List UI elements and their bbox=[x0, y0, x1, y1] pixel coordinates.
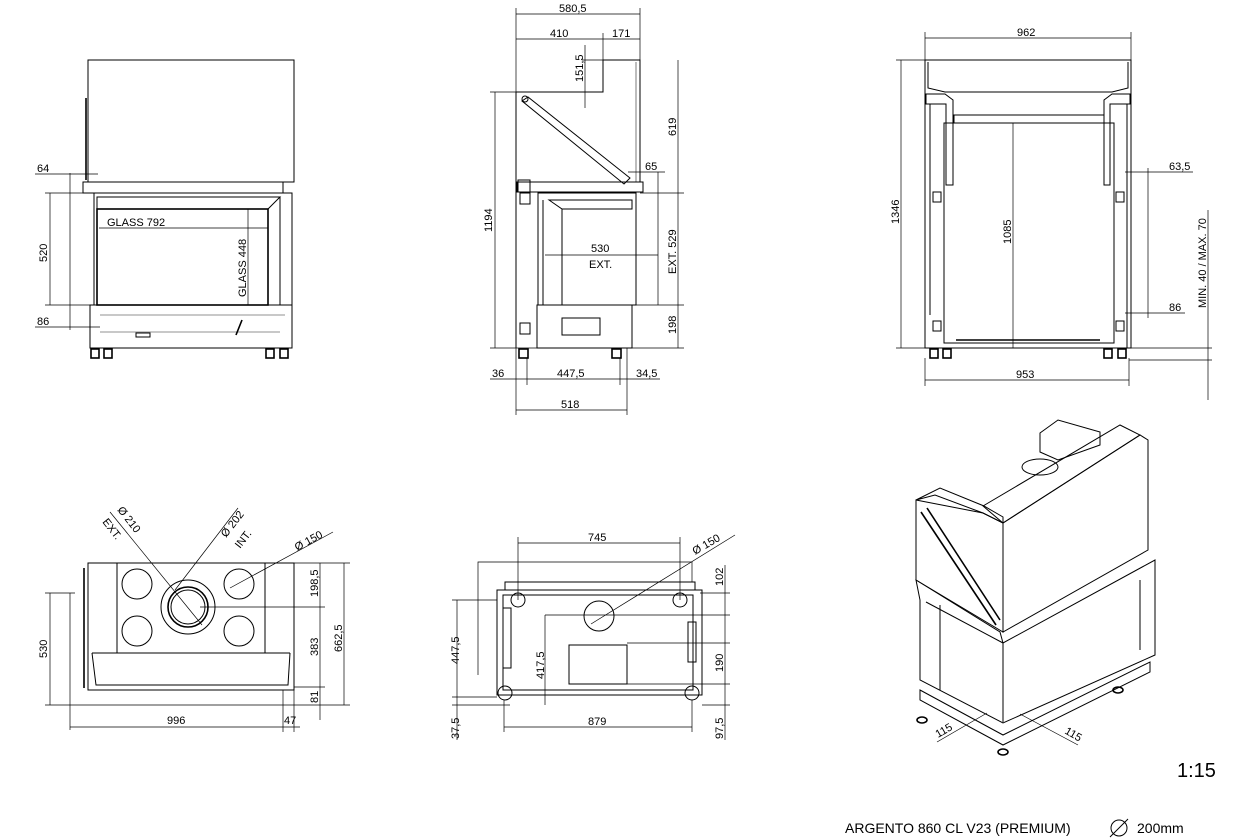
dim-383: 383 bbox=[309, 638, 321, 656]
dim-151-5: 151,5 bbox=[574, 54, 586, 82]
glass-height-label: GLASS 448 bbox=[237, 239, 249, 297]
model-title: ARGENTO 860 CL V23 (PREMIUM) bbox=[845, 820, 1071, 836]
dim-619: 619 bbox=[667, 118, 679, 136]
middle-frame bbox=[516, 181, 644, 193]
foot bbox=[497, 685, 513, 701]
dim-64: 64 bbox=[37, 163, 49, 175]
air-opening bbox=[223, 615, 255, 647]
feet bbox=[929, 348, 1127, 359]
feet bbox=[518, 348, 622, 359]
label-plate bbox=[519, 192, 531, 205]
dim-36: 36 bbox=[492, 368, 504, 380]
glass-width-label: GLASS 792 bbox=[107, 217, 165, 229]
lower-frame bbox=[915, 559, 1156, 724]
support-strut bbox=[521, 96, 631, 185]
iso-strut bbox=[920, 511, 997, 626]
dim-1346: 1346 bbox=[890, 200, 902, 224]
dim-410: 410 bbox=[550, 28, 568, 40]
air-diameter-bottom: Ø 150 bbox=[691, 532, 723, 557]
dim-447-5: 447,5 bbox=[557, 368, 585, 380]
feet-adjust-label: MIN. 40 / MAX. 70 bbox=[1197, 218, 1209, 308]
dim-198: 198 bbox=[667, 316, 679, 334]
back-panel bbox=[943, 122, 1115, 344]
dim-37-5: 37,5 bbox=[450, 718, 462, 739]
dim-953: 953 bbox=[1016, 369, 1034, 381]
left-bracket bbox=[925, 93, 954, 186]
foot bbox=[684, 685, 700, 701]
dim-115-left: 115 bbox=[934, 721, 955, 740]
flue-size: 200mm bbox=[1137, 820, 1184, 836]
glass-frame bbox=[93, 192, 293, 306]
dim-47: 47 bbox=[284, 715, 296, 727]
side-view: 580,5 410 171 151,5 619 1194 65 530 EXT.… bbox=[483, 3, 684, 415]
dim-518: 518 bbox=[561, 399, 579, 411]
control-lever bbox=[235, 319, 243, 336]
title-block: ARGENTO 860 CL V23 (PREMIUM) 200mm bbox=[845, 818, 1184, 838]
dim-447-5-bottom: 447,5 bbox=[450, 636, 462, 664]
dim-879: 879 bbox=[588, 716, 606, 728]
rear-frame bbox=[504, 581, 696, 591]
ext-height-label: EXT. 529 bbox=[667, 229, 679, 274]
dim-520: 520 bbox=[38, 244, 50, 262]
right-bracket bbox=[1103, 93, 1131, 186]
back-view: 962 1346 1085 953 63,5 86 MIN. 40 / MAX.… bbox=[890, 27, 1212, 400]
ext-width-value: 530 bbox=[591, 243, 609, 255]
dim-662-5: 662,5 bbox=[333, 624, 345, 652]
bottom-view: 745 Ø 150 102 190 97,5 447,5 37,5 417,5 … bbox=[450, 532, 736, 740]
upper-housing bbox=[87, 59, 295, 183]
control-slot bbox=[135, 332, 151, 338]
access-plate bbox=[568, 644, 628, 685]
base-plate bbox=[919, 661, 1151, 746]
scale-label: 1:15 bbox=[1177, 760, 1216, 782]
feet bbox=[90, 348, 289, 359]
isometric-view: 115 115 bbox=[915, 419, 1156, 756]
dim-97-5: 97,5 bbox=[714, 718, 726, 739]
dim-86-back: 86 bbox=[1169, 302, 1181, 314]
ext-label: EXT. bbox=[100, 516, 124, 542]
dim-1085: 1085 bbox=[1002, 220, 1014, 244]
firebox-side bbox=[537, 192, 637, 306]
dim-190: 190 bbox=[714, 654, 726, 672]
dim-1194: 1194 bbox=[483, 208, 495, 232]
dim-115-right: 115 bbox=[1063, 725, 1084, 744]
air-opening bbox=[121, 568, 153, 600]
dim-63-5: 63,5 bbox=[1169, 161, 1190, 173]
dim-996: 996 bbox=[167, 715, 185, 727]
upper-top-face bbox=[982, 424, 1142, 524]
air-intake bbox=[583, 600, 615, 632]
int-label: INT. bbox=[233, 528, 255, 551]
air-diameter-label: Ø 150 bbox=[293, 529, 325, 554]
dim-171: 171 bbox=[612, 28, 630, 40]
dim-65: 65 bbox=[645, 161, 657, 173]
dim-102: 102 bbox=[714, 568, 726, 586]
top-back-box bbox=[1039, 419, 1101, 461]
air-opening bbox=[121, 615, 153, 647]
front-view: 64 520 86 GLASS 792 GLASS 448 bbox=[35, 59, 295, 359]
dim-34-5: 34,5 bbox=[636, 368, 657, 380]
back-outline bbox=[924, 59, 1132, 349]
air-opening bbox=[223, 568, 255, 600]
top-plate bbox=[116, 562, 266, 654]
top-frame bbox=[82, 181, 284, 194]
dim-745: 745 bbox=[588, 532, 606, 544]
diameter-icon bbox=[1109, 818, 1129, 838]
firebox-bevel bbox=[547, 199, 633, 210]
ext-width-label: EXT. bbox=[589, 259, 612, 271]
dim-580-5: 580,5 bbox=[559, 3, 587, 15]
top-view: Ø 210 EXT. Ø 202 INT. Ø 150 530 996 47 1… bbox=[38, 504, 350, 732]
upper-front-face bbox=[1002, 434, 1149, 633]
dim-198-5: 198,5 bbox=[309, 569, 321, 597]
glass-top-bevel bbox=[96, 196, 282, 210]
dim-962: 962 bbox=[1017, 27, 1035, 39]
base bbox=[89, 304, 293, 349]
dim-417-5: 417,5 bbox=[535, 651, 547, 679]
upper-side-face bbox=[915, 499, 1004, 633]
side-base bbox=[536, 304, 633, 349]
dim-530-top: 530 bbox=[38, 640, 50, 658]
dim-81: 81 bbox=[309, 691, 321, 703]
bottom-outline bbox=[496, 589, 703, 696]
dim-86: 86 bbox=[37, 316, 49, 328]
